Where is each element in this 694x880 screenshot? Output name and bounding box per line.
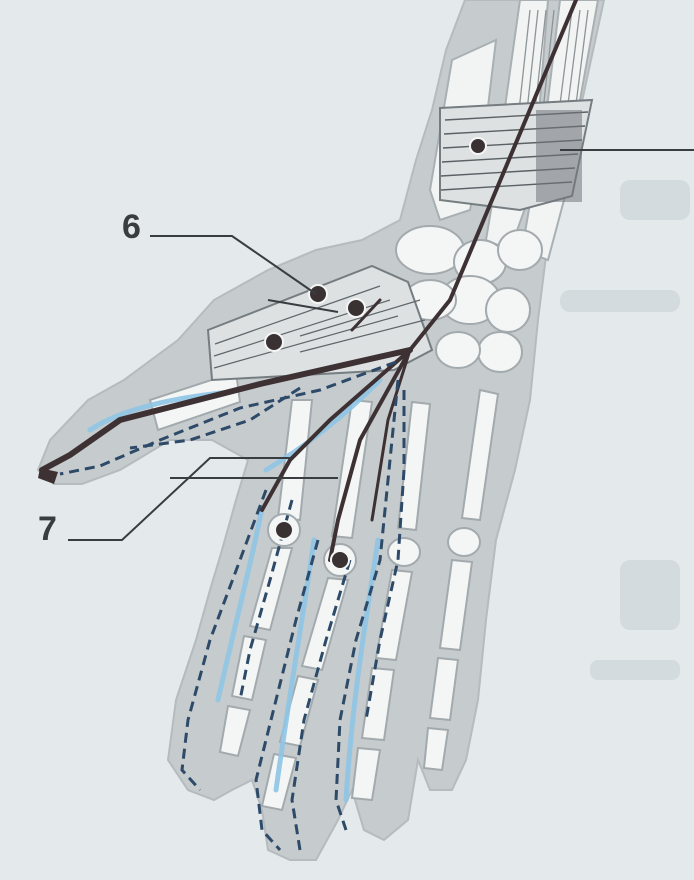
- acupoint: [265, 333, 283, 351]
- label-6: 6: [122, 208, 141, 246]
- label-7: 7: [38, 510, 57, 548]
- acupoint: [275, 521, 293, 539]
- acupoint: [331, 551, 349, 569]
- acupoint: [347, 299, 365, 317]
- retinaculum-shading: [536, 110, 582, 202]
- acupoint: [309, 285, 327, 303]
- acupoint: [470, 138, 486, 154]
